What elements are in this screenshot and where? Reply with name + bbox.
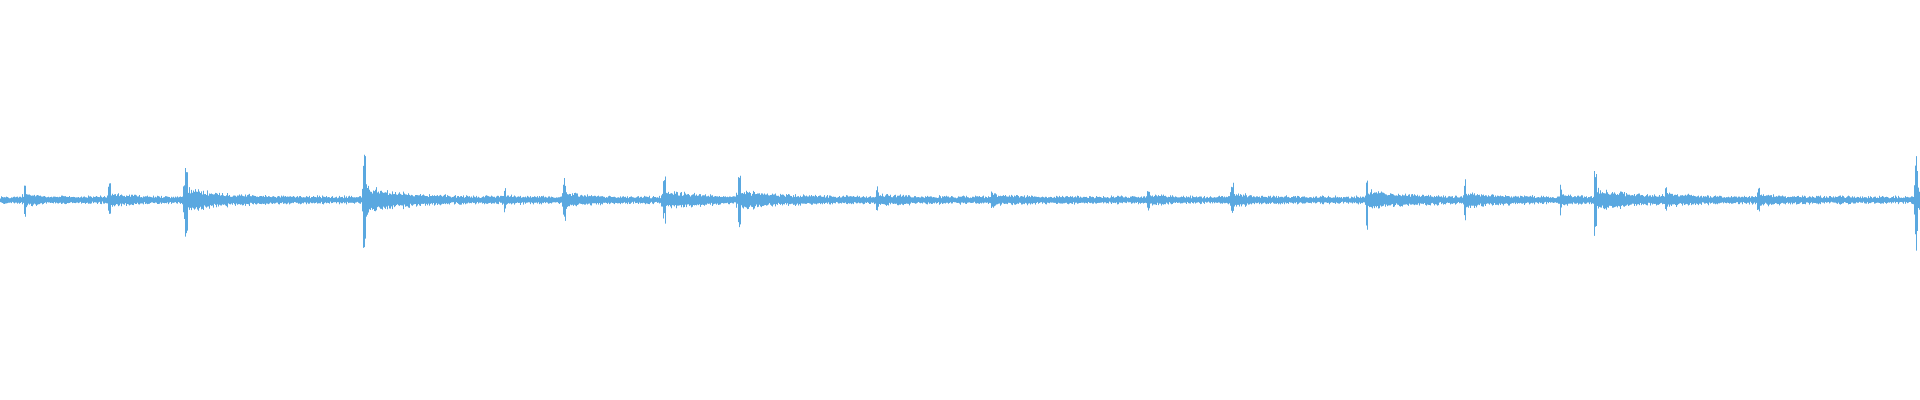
waveform-trace	[0, 154, 1920, 251]
